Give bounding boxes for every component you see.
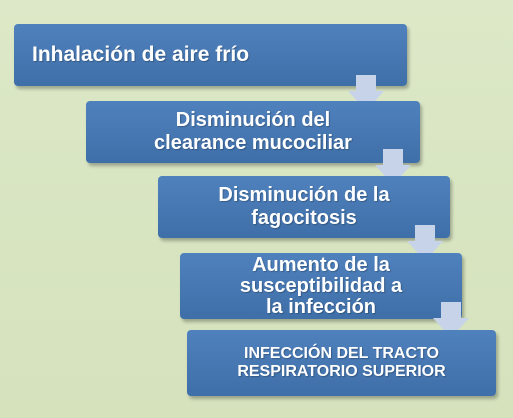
step-susceptibilidad-box: Aumento de la susceptibilidad a la infec… — [180, 253, 462, 319]
step-clearance-box: Disminución del clearance mucociliar — [86, 101, 420, 163]
step-infeccion-label: INFECCIÓN DEL TRACTO RESPIRATORIO SUPERI… — [237, 345, 446, 380]
step-inhalacion-label: Inhalación de aire frío — [32, 42, 250, 66]
step-inhalacion-box: Inhalación de aire frío — [14, 24, 407, 86]
step-clearance-label: Disminución del clearance mucociliar — [154, 109, 352, 154]
down-arrow-icon — [432, 301, 470, 339]
step-fagocitosis-box: Disminución de la fagocitosis — [158, 176, 450, 238]
down-arrow-icon — [347, 74, 385, 112]
down-arrow-icon — [406, 224, 444, 262]
step-infeccion-box: INFECCIÓN DEL TRACTO RESPIRATORIO SUPERI… — [187, 330, 496, 396]
step-fagocitosis-label: Disminución de la fagocitosis — [218, 184, 390, 229]
down-arrow-icon — [374, 148, 412, 186]
step-susceptibilidad-label: Aumento de la susceptibilidad a la infec… — [239, 253, 403, 318]
